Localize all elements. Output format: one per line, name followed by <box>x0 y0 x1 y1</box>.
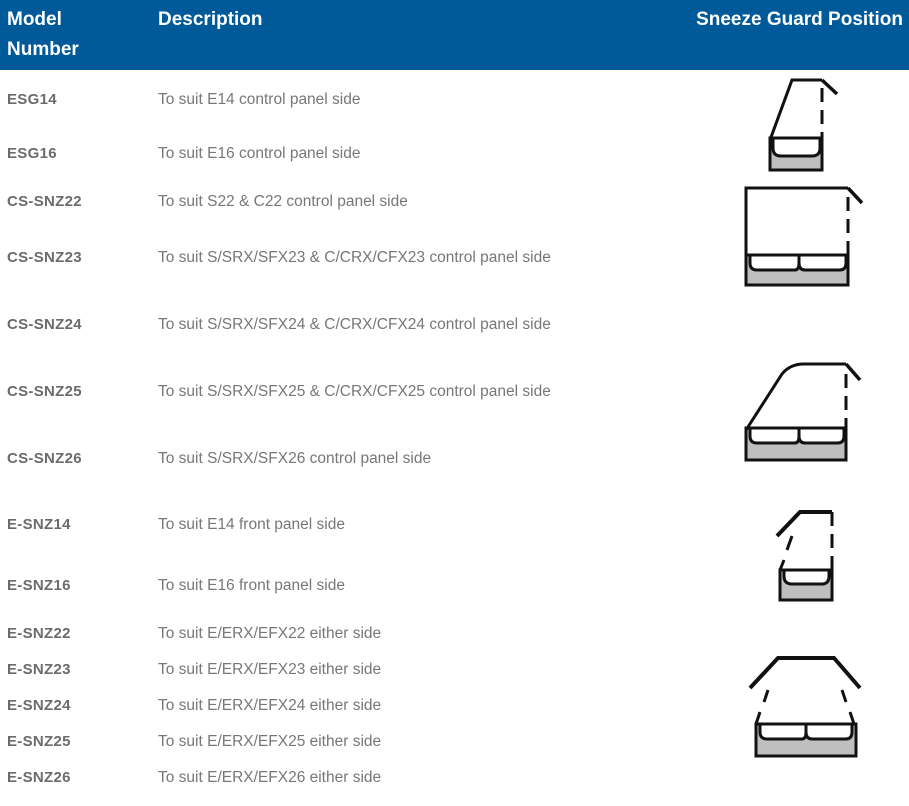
model-number: ESG14 <box>7 91 57 108</box>
table-row: CS-SNZ26 To suit S/SRX/SFX26 control pan… <box>0 449 700 469</box>
description: To suit S/SRX/SFX25 & C/CRX/CFX25 contro… <box>158 383 551 400</box>
table-row: E-SNZ26 To suit E/ERX/EFX26 either side <box>0 768 700 788</box>
description: To suit E16 control panel side <box>158 145 361 162</box>
table-row: CS-SNZ24 To suit S/SRX/SFX24 & C/CRX/CFX… <box>0 315 700 335</box>
model-number: E-SNZ16 <box>7 577 71 594</box>
description: To suit S/SRX/SFX26 control panel side <box>158 450 432 467</box>
double-well-square-guard-icon <box>744 186 864 287</box>
description: To suit E14 front panel side <box>158 516 345 533</box>
model-number: E-SNZ14 <box>7 516 71 533</box>
header-sneeze-guard-position: Sneeze Guard Position <box>696 9 903 30</box>
header-description: Description <box>158 9 263 30</box>
table-row: E-SNZ16 To suit E16 front panel side <box>0 576 700 596</box>
table-row: E-SNZ24 To suit E/ERX/EFX24 either side <box>0 696 700 716</box>
model-number: CS-SNZ23 <box>7 249 82 266</box>
description: To suit E/ERX/EFX23 either side <box>158 661 382 678</box>
header-model-number: Model Number <box>7 5 137 65</box>
single-well-front-guard-icon <box>775 510 834 602</box>
table-row: ESG14 To suit E14 control panel side <box>0 90 700 110</box>
model-number: E-SNZ25 <box>7 733 71 750</box>
description: To suit E/ERX/EFX26 either side <box>158 769 382 786</box>
double-well-curved-guard-icon <box>744 362 862 462</box>
description: To suit S22 & C22 control panel side <box>158 193 408 210</box>
header-model-line2: Number <box>7 39 79 60</box>
model-number: CS-SNZ25 <box>7 383 82 400</box>
table-row: CS-SNZ25 To suit S/SRX/SFX25 & C/CRX/CFX… <box>0 382 700 402</box>
table-row: E-SNZ14 To suit E14 front panel side <box>0 515 700 535</box>
description: To suit S/SRX/SFX24 & C/CRX/CFX24 contro… <box>158 316 551 333</box>
double-well-both-sides-guard-icon <box>748 656 862 758</box>
model-number: E-SNZ24 <box>7 697 71 714</box>
table-row: ESG16 To suit E16 control panel side <box>0 144 700 164</box>
description: To suit E16 front panel side <box>158 577 345 594</box>
model-number: CS-SNZ24 <box>7 316 82 333</box>
single-well-slanted-guard-icon <box>768 78 839 172</box>
table-row: E-SNZ23 To suit E/ERX/EFX23 either side <box>0 660 700 680</box>
header-model-line1: Model <box>7 9 62 30</box>
model-number: CS-SNZ26 <box>7 450 82 467</box>
description: To suit S/SRX/SFX23 & C/CRX/CFX23 contro… <box>158 249 551 266</box>
table-header: Model Number Description Sneeze Guard Po… <box>0 0 909 70</box>
table-row: CS-SNZ23 To suit S/SRX/SFX23 & C/CRX/CFX… <box>0 248 700 268</box>
table-row: E-SNZ25 To suit E/ERX/EFX25 either side <box>0 732 700 752</box>
table-row: CS-SNZ22 To suit S22 & C22 control panel… <box>0 192 700 212</box>
description: To suit E14 control panel side <box>158 91 361 108</box>
model-number: CS-SNZ22 <box>7 193 82 210</box>
table-row: E-SNZ22 To suit E/ERX/EFX22 either side <box>0 624 700 644</box>
description: To suit E/ERX/EFX24 either side <box>158 697 382 714</box>
model-number: E-SNZ26 <box>7 769 71 786</box>
description: To suit E/ERX/EFX22 either side <box>158 625 382 642</box>
model-number: E-SNZ22 <box>7 625 71 642</box>
model-number: ESG16 <box>7 145 57 162</box>
description: To suit E/ERX/EFX25 either side <box>158 733 382 750</box>
model-number: E-SNZ23 <box>7 661 71 678</box>
